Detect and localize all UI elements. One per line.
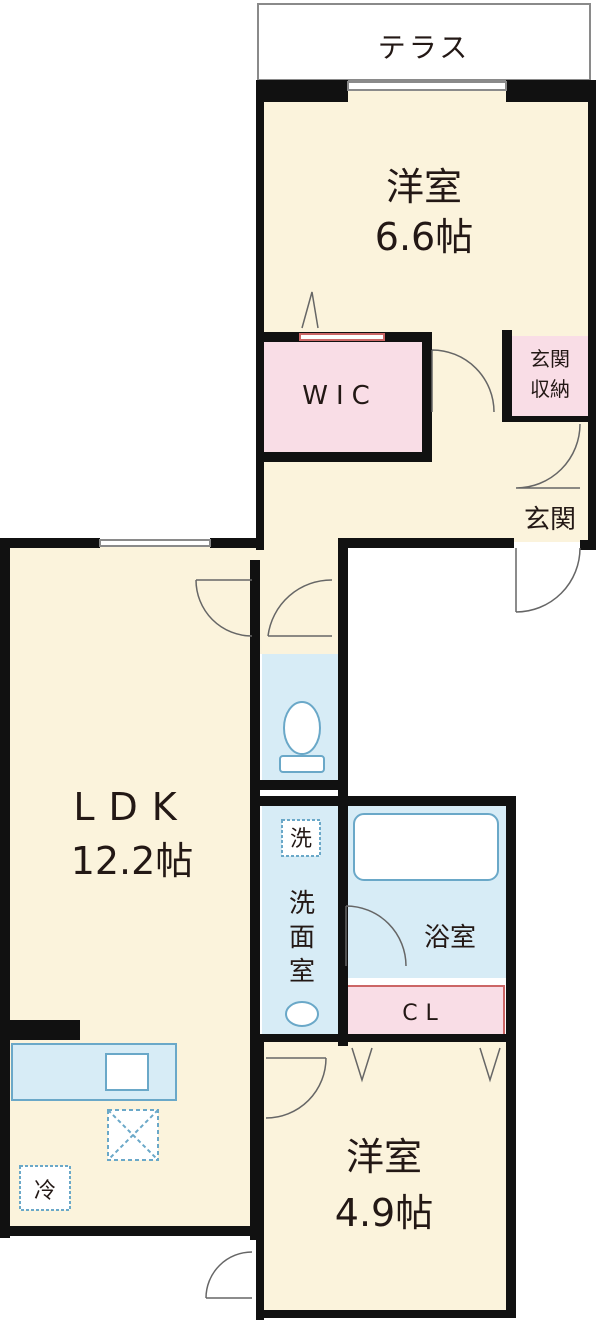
toilet-tank [279, 755, 325, 773]
closet-floor [345, 985, 505, 1037]
fixtures [19, 701, 499, 1211]
fridge-box [19, 1165, 71, 1211]
window-wic [299, 333, 385, 341]
washer-label: 洗 [290, 827, 312, 852]
window-terrace [347, 81, 507, 91]
washroom-label-2: 面 [289, 923, 315, 953]
closet-door-right [479, 1047, 501, 1083]
western2-name: 洋室 [346, 1135, 422, 1179]
hall-floor [258, 542, 342, 654]
entrance-storage-floor [510, 336, 590, 416]
western-room-2-floor [258, 1040, 508, 1316]
western2-size: 4.9帖 [335, 1191, 433, 1235]
western1-name: 洋室 [386, 165, 462, 209]
doors [195, 291, 581, 1299]
door-entrance [515, 547, 581, 613]
door-western2 [265, 1057, 327, 1119]
terrace-label: テラス [378, 31, 470, 64]
room-labels: 洋室 6.6帖 WIC 玄関 収納 玄関 LDK 12.2帖 洗 洗 面 室 浴… [34, 165, 576, 1235]
door-bath [345, 905, 407, 967]
entrance-storage-label-2: 収納 [530, 377, 570, 401]
washroom-label-1: 洗 [289, 889, 315, 919]
storage-areas [262, 336, 590, 1037]
bathtub [353, 813, 499, 881]
entrance-floor [508, 422, 590, 542]
washer-box [281, 819, 321, 857]
toilet-bowl [283, 701, 321, 755]
closet-label: CL [402, 1001, 446, 1026]
entrance-label: 玄関 [524, 505, 576, 535]
stove-cross [107, 1109, 159, 1161]
western1-size: 6.6帖 [375, 215, 473, 259]
door-ldk [195, 579, 253, 637]
wic-floor [262, 340, 422, 452]
wic-door-marker [301, 291, 319, 329]
windows [99, 81, 507, 547]
walls [0, 80, 596, 1320]
ldk-size: 12.2帖 [71, 839, 194, 883]
terrace: テラス [257, 3, 591, 81]
washroom-label-3: 室 [289, 957, 315, 987]
door-back [205, 1251, 253, 1299]
entrance-storage-label-1: 玄関 [530, 347, 570, 371]
door-toilet [267, 579, 333, 637]
wash-basin [285, 1001, 319, 1027]
window-ldk [99, 539, 211, 547]
door-entrance-storage [515, 423, 581, 489]
wic-label: WIC [302, 381, 378, 411]
fridge-label: 冷 [34, 1179, 56, 1204]
ldk-name: LDK [73, 785, 190, 829]
sink [105, 1053, 149, 1091]
kitchen-counter [11, 1043, 177, 1101]
door-western1 [431, 349, 495, 413]
closet-door-left [351, 1047, 373, 1083]
bath-label: 浴室 [424, 923, 476, 953]
